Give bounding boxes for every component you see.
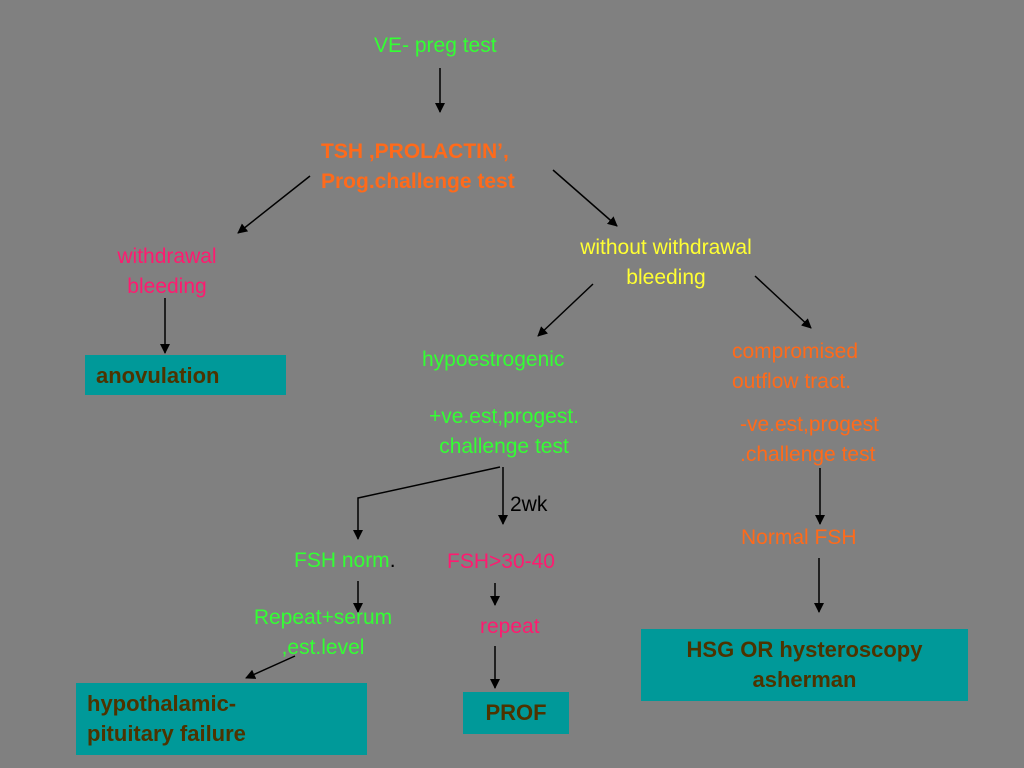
node-repeat-serum-line2: ,est.level (281, 636, 365, 659)
node-withdrawal-line1: withdrawal (117, 245, 217, 268)
node-fsh-high: FSH>30-40 (447, 550, 555, 573)
arrow-tsh-to-without (552, 169, 618, 227)
node-normal-fsh: Normal FSH (741, 526, 857, 549)
node-without-withdrawal: without withdrawal bleeding (556, 233, 776, 293)
node-plus-test: +ve.est,progest. challenge test (404, 402, 604, 462)
node-withdrawal-line2: bleeding (127, 275, 207, 298)
box-anovulation: anovulation (85, 355, 286, 395)
arrow-without-to-hypoestrogenic (537, 283, 594, 337)
node-fsh-norm-dot: . (389, 549, 396, 572)
box-hsg-line2: asherman (752, 667, 857, 692)
box-anovulation-label: anovulation (96, 363, 220, 388)
node-tsh-prolactin: TSH ,PROLACTIN’, Prog.challenge test (321, 137, 515, 197)
node-withdrawal-bleeding: withdrawal bleeding (112, 242, 222, 302)
node-repeat-serum: Repeat+serum ,est.level (233, 603, 413, 663)
box-hypothalamic-failure: hypothalamic- pituitary failure (76, 683, 367, 755)
box-prof: PROF (463, 692, 569, 734)
node-repeat-serum-line1: Repeat+serum (253, 606, 393, 629)
node-repeat: repeat (480, 615, 540, 638)
node-tsh-line1: TSH ,PROLACTIN’, (321, 140, 509, 163)
arrow-without-to-compromised (754, 275, 812, 329)
branch-line-to-fsh-norm (353, 466, 501, 540)
label-2wk: 2wk (510, 493, 548, 516)
arrow-tsh-to-withdrawal (237, 175, 311, 234)
box-hsg-hysteroscopy: HSG OR hysteroscopy asherman (641, 629, 968, 701)
node-fsh-norm: FSH norm. (294, 546, 396, 576)
node-minus-test-line1: -ve.est,progest (740, 413, 879, 436)
box-hypothalamic-line1: hypothalamic- (87, 691, 237, 716)
node-plus-test-line1: +ve.est,progest. (428, 405, 579, 428)
node-hypoestrogenic: hypoestrogenic (422, 348, 565, 371)
box-hsg-line1: HSG OR hysteroscopy (686, 637, 923, 662)
node-ve-preg-test: VE- preg test (374, 34, 497, 57)
node-minus-test: -ve.est,progest .challenge test (740, 410, 879, 470)
node-without-line2: bleeding (626, 266, 706, 289)
node-compromised-outflow: compromised outflow tract. (732, 337, 858, 397)
node-without-line1: without withdrawal (580, 236, 752, 259)
node-tsh-line2: Prog.challenge test (321, 170, 515, 193)
node-compromised-line2: outflow tract. (732, 370, 852, 393)
node-plus-test-line2: challenge test (439, 435, 569, 458)
node-minus-test-line2: .challenge test (740, 443, 876, 466)
box-prof-label: PROF (485, 700, 547, 725)
node-fsh-norm-label: FSH norm (294, 549, 390, 572)
node-compromised-line1: compromised (732, 340, 859, 363)
box-hypothalamic-line2: pituitary failure (87, 721, 246, 746)
arrow-repeat-serum-to-hypothalamic (245, 655, 296, 679)
